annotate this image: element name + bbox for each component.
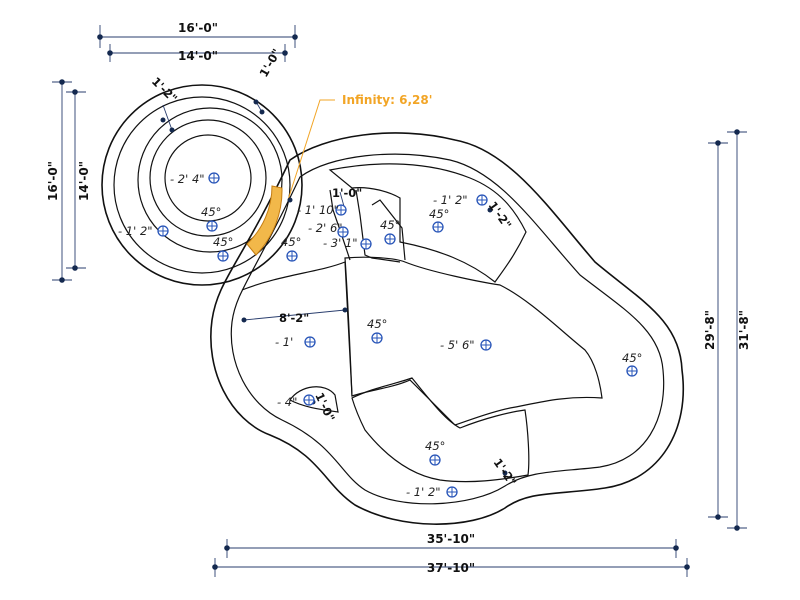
slope-label: 45°: [380, 218, 400, 232]
slope-label: 45°: [367, 317, 387, 331]
lower-step-label: 1'-2": [491, 456, 520, 489]
depth-deep: - 5' 6": [440, 338, 475, 352]
spa-step-2-label: 1'-0": [256, 46, 283, 79]
top-shelf: [328, 163, 527, 283]
depth-top-shelf: - 1' 2": [433, 193, 468, 207]
spa-step-ring: [149, 119, 267, 237]
drain-marker-icon: [208, 172, 220, 184]
slope-label: 45°: [201, 205, 221, 219]
depth-step-2: - 2' 6": [308, 221, 343, 235]
pool-outer-height-label: 31'-8": [737, 310, 751, 350]
drain-marker-icon: [432, 221, 444, 233]
spa: [101, 84, 303, 286]
left-floor-edge: [241, 261, 353, 397]
dimension-lines: [52, 25, 747, 577]
spa-outer-wall: [101, 84, 303, 286]
pool-outer-coping: [210, 132, 684, 525]
drain-marker-icon: [304, 336, 316, 348]
slope-labels: 45° 45° 45° 45° 45° 45° 45° 45°: [201, 205, 642, 453]
pool-inner-height-label: 29'-8": [703, 310, 717, 350]
shelf-width-label: 1'-2": [486, 199, 515, 232]
pool-inner-width-label: 35'-10": [427, 532, 475, 546]
drain-marker-icon: [206, 220, 218, 232]
infinity-edge: [246, 185, 283, 256]
drain-marker-icon: [217, 250, 229, 262]
depth-labels: - 2' 4" - 1' 2" - 1' 10" - 2' 6" - 3' 1"…: [118, 172, 475, 499]
drain-marker-icon: [626, 365, 638, 377]
step-line-3: [371, 199, 406, 261]
depth-spa-center: - 2' 4": [170, 172, 205, 186]
bench-width-label: 1'-0": [332, 186, 362, 200]
drain-markers: [157, 172, 638, 498]
drain-marker-icon: [446, 486, 458, 498]
overall-dimension-labels: 16'-0" 14'-0" 16'-0" 14'-0" 29'-8" 31'-8…: [46, 21, 751, 575]
slope-label: 45°: [429, 207, 449, 221]
infinity-edge-label: Infinity: 6,28': [342, 93, 432, 107]
drain-marker-icon: [480, 339, 492, 351]
step-line-1: [329, 189, 351, 261]
depth-small-step: - 4": [277, 395, 297, 409]
drain-marker-icon: [335, 204, 347, 216]
slope-label: 45°: [425, 439, 445, 453]
slope-label: 45°: [281, 235, 301, 249]
step-line-2: [355, 189, 401, 263]
spa-bench-ring: [137, 107, 283, 253]
spa-outer-height-label: 16'-0": [46, 161, 60, 201]
depth-step-3: - 3' 1": [323, 236, 358, 250]
drain-marker-icon: [286, 250, 298, 262]
detail-leaders: [160, 99, 508, 476]
depth-bottom-shelf: - 1' 2": [406, 485, 441, 499]
small-step: [289, 386, 339, 413]
drain-marker-icon: [429, 454, 441, 466]
drain-marker-icon: [337, 226, 349, 238]
drain-marker-icon: [157, 225, 169, 237]
pool-inner-wall: [230, 153, 665, 505]
bottom-shelf: [351, 377, 530, 483]
depth-left-shallow: - 1': [275, 335, 293, 349]
spa-outer-width-label: 16'-0": [178, 21, 218, 35]
depth-spa-bench: - 1' 2": [118, 224, 153, 238]
drain-marker-icon: [371, 332, 383, 344]
spa-floor-ring: [164, 134, 252, 222]
slope-label: 45°: [622, 351, 642, 365]
dimension-endpoint-icon: [59, 34, 740, 570]
spa-inner-width-label: 14'-0": [178, 49, 218, 63]
spa-inner-height-label: 14'-0": [77, 161, 91, 201]
spa-inner-wall: [113, 96, 291, 274]
drain-marker-icon: [360, 238, 372, 250]
length-8-2-label: 8'-2": [279, 311, 309, 325]
pool-body: [210, 132, 684, 525]
infinity-leader-line: [287, 99, 335, 201]
drain-marker-icon: [384, 233, 396, 245]
depth-step-1: - 1' 10": [297, 203, 339, 217]
drain-marker-icon: [303, 394, 315, 406]
pool-outer-width-label: 37'-10": [427, 561, 475, 575]
drain-marker-icon: [476, 194, 488, 206]
bench-width-2-label: 1'-0": [312, 390, 337, 423]
slope-label: 45°: [213, 235, 233, 249]
